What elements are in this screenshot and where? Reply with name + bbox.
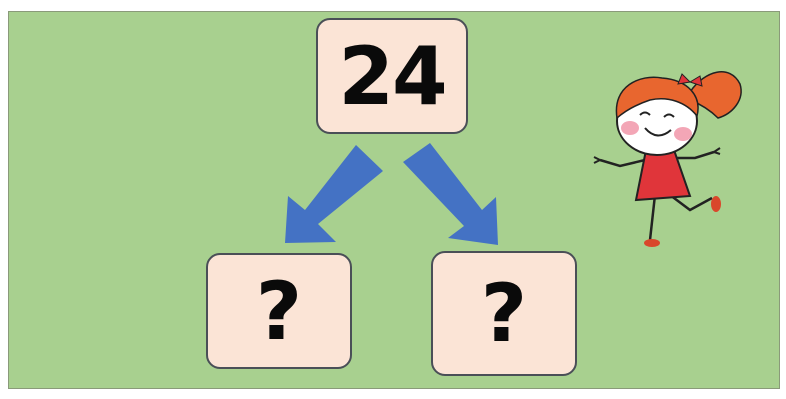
arrow-down-right-icon	[403, 143, 498, 245]
whole-number: 24	[338, 29, 447, 123]
arrow-down-left-icon	[285, 145, 383, 243]
whole-number-box: 24	[316, 18, 468, 134]
left-part-unknown: ?	[255, 264, 303, 358]
right-part-unknown: ?	[480, 267, 528, 360]
left-part-box: ?	[206, 253, 352, 369]
right-part-box: ?	[431, 251, 577, 376]
girl-illustration	[593, 71, 742, 247]
